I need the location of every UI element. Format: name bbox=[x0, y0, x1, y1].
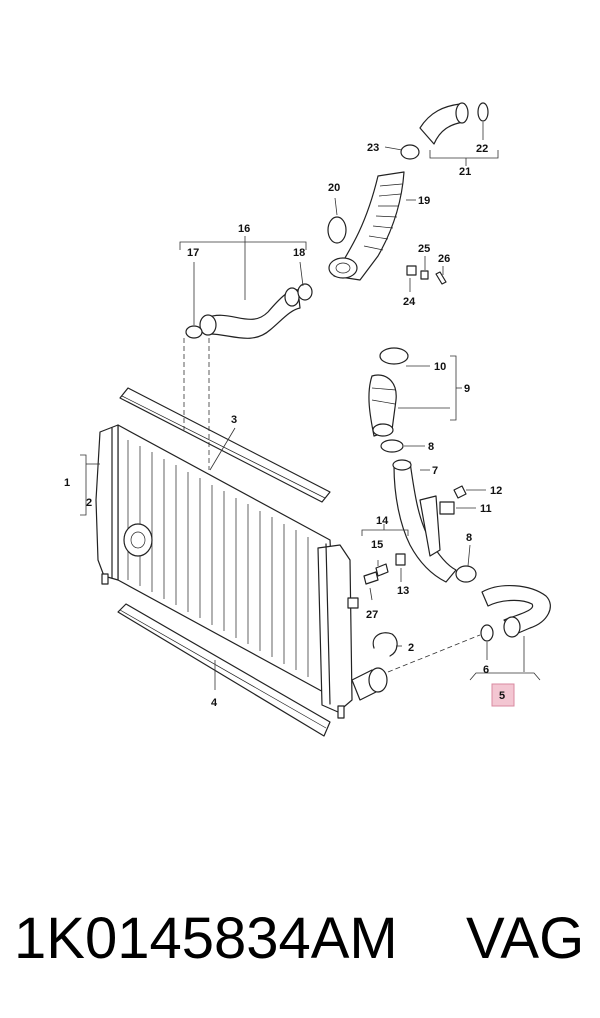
hose-clamp-10 bbox=[379, 347, 409, 365]
o-ring-20 bbox=[327, 216, 347, 244]
callout-21: 21 bbox=[459, 166, 471, 178]
callout-1: 1 bbox=[64, 477, 70, 489]
o-ring-22 bbox=[477, 102, 489, 122]
callout-24: 24 bbox=[403, 296, 416, 308]
hose-clamp-8-upper bbox=[380, 439, 404, 453]
callout-27: 27 bbox=[366, 609, 378, 621]
bolt-15 bbox=[375, 563, 389, 577]
callout-14: 14 bbox=[376, 515, 389, 527]
callout-22: 22 bbox=[476, 143, 488, 155]
sensor-11 bbox=[439, 501, 455, 515]
part-number: 1K0145834AM bbox=[14, 906, 398, 971]
charge-pipe-7 bbox=[393, 461, 457, 583]
corrugated-hose-19 bbox=[328, 171, 405, 281]
callout-2-left: 2 bbox=[86, 497, 92, 509]
callout-2-right: 2 bbox=[408, 642, 414, 654]
callout-9: 9 bbox=[464, 383, 470, 395]
callout-23: 23 bbox=[367, 142, 379, 154]
callout-13: 13 bbox=[397, 585, 409, 597]
callout-25: 25 bbox=[418, 243, 430, 255]
callout-7: 7 bbox=[432, 465, 438, 477]
callout-12: 12 bbox=[490, 485, 502, 497]
callout-26: 26 bbox=[438, 253, 450, 265]
callout-4: 4 bbox=[211, 697, 218, 709]
o-ring-17 bbox=[185, 325, 203, 339]
callout-8-lower: 8 bbox=[466, 532, 472, 544]
parts-exploded-diagram: 1 2 2 3 4 5 6 7 8 8 9 10 11 12 13 14 15 … bbox=[64, 102, 551, 737]
brand-label: VAG bbox=[466, 906, 585, 971]
bolt-26 bbox=[435, 271, 447, 285]
nut-13 bbox=[395, 553, 406, 566]
footer: 1K0145834AM VAG bbox=[0, 895, 600, 985]
callout-20: 20 bbox=[328, 182, 340, 194]
seal-strip-bottom bbox=[117, 603, 331, 737]
callout-3: 3 bbox=[231, 414, 237, 426]
hose-clamp-23 bbox=[400, 144, 420, 160]
callout-17: 17 bbox=[187, 247, 199, 259]
bracket-27 bbox=[347, 597, 359, 609]
callout-8-upper: 8 bbox=[428, 441, 434, 453]
charge-hose-16 bbox=[199, 287, 301, 339]
callout-10: 10 bbox=[434, 361, 446, 373]
o-ring-2-right bbox=[372, 632, 398, 657]
bolt-12 bbox=[453, 485, 467, 499]
callout-5: 5 bbox=[499, 690, 505, 702]
callout-6: 6 bbox=[483, 664, 489, 676]
hose-clamp-8-lower bbox=[455, 565, 477, 583]
callout-18: 18 bbox=[293, 247, 305, 259]
callout-16: 16 bbox=[238, 223, 250, 235]
o-ring-18 bbox=[297, 283, 313, 301]
callout-15: 15 bbox=[371, 539, 383, 551]
intercooler bbox=[95, 424, 388, 719]
o-ring-6 bbox=[480, 624, 494, 642]
nut-24 bbox=[406, 265, 417, 276]
washer-25 bbox=[420, 270, 429, 280]
callout-11: 11 bbox=[480, 503, 492, 515]
callout-19: 19 bbox=[418, 195, 430, 207]
highlight-box-5 bbox=[491, 683, 515, 707]
